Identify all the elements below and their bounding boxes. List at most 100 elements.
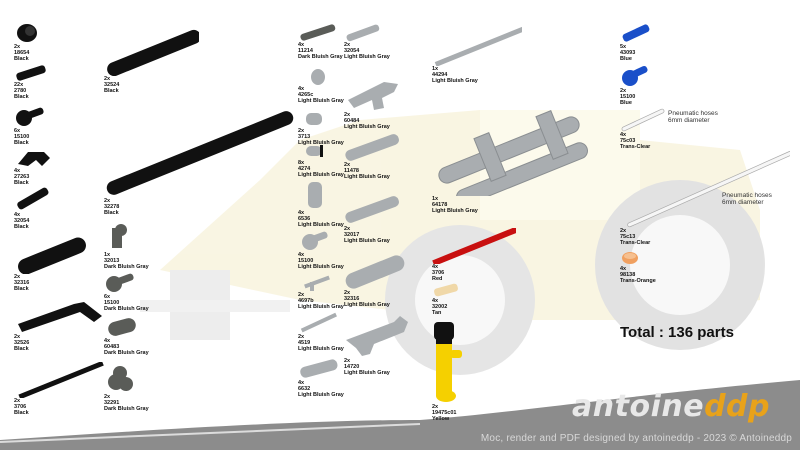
axle-icon (18, 362, 104, 398)
part-label-line: Light Bluish Gray (344, 54, 390, 60)
part-label-line: 32054 (14, 218, 30, 224)
part-label-line: 4x (620, 132, 627, 138)
part-label-line: Light Bluish Gray (298, 264, 344, 270)
part-label-line: Blue (620, 56, 632, 62)
part-label-line: Light Bluish Gray (298, 304, 344, 310)
part-label-line: Light Bluish Gray (344, 174, 390, 180)
part-label-line: 4519 (298, 340, 311, 346)
part-label-line: Light Bluish Gray (344, 302, 390, 308)
part-label-line: 2x (14, 398, 21, 404)
part-label-line: Light Bluish Gray (344, 370, 390, 376)
part-label-line: 4x (14, 212, 21, 218)
pin-hole-icon (106, 273, 134, 292)
part-label-line: Yellow (432, 416, 450, 422)
part-label-line: 6x (104, 294, 111, 300)
part-label-line: 2x (14, 274, 21, 280)
part-label-line: Light Bluish Gray (432, 208, 478, 214)
part-label-line: 18654 (14, 50, 30, 56)
part-label-line: 6x (14, 128, 21, 134)
part-label-line: 98138 (620, 272, 636, 278)
l-beam-icon (18, 302, 102, 332)
part-label-line: 4x (298, 86, 305, 92)
part-label-line: Black (104, 210, 119, 216)
part-label-line: Light Bluish Gray (298, 392, 344, 398)
credit-text: Moc, render and PDF designed by antoined… (480, 433, 792, 444)
axle-pin-icon (622, 24, 650, 42)
part-label-line: 75c13 (620, 234, 636, 240)
part-label-line: Black (14, 410, 29, 416)
part-label-line: 32278 (104, 204, 120, 210)
part-label-line: 32291 (104, 400, 120, 406)
part-label-line: 6536 (298, 216, 311, 222)
part-label-line: 4265c (298, 92, 314, 98)
pin-hole-icon (302, 231, 328, 250)
part-label-line: 1x (432, 66, 439, 72)
part-label-line: 2x (298, 334, 305, 340)
part-label-line: 32526 (14, 340, 30, 346)
part-label-line: 2x (432, 404, 439, 410)
part-label-line: 15100 (14, 134, 30, 140)
part-label-line: Black (14, 346, 29, 352)
thin-beam-5-icon (345, 134, 399, 161)
part-label-line: 44294 (432, 72, 448, 78)
part-label-line: 32524 (104, 82, 120, 88)
pin-icon (16, 65, 46, 81)
part-label-line: 2x (344, 358, 351, 364)
part-label-line: Dark Bluish Gray (104, 350, 149, 356)
round-tile-icon (622, 252, 638, 264)
part-label-line: Black (14, 94, 29, 100)
beam-5-icon (345, 255, 405, 289)
part-label-line: Red (432, 276, 443, 282)
part-label-line: 2x (344, 226, 351, 232)
beam-7-icon (107, 29, 199, 76)
part-label-line: 1x (104, 252, 111, 258)
part-label-line: 4x (298, 380, 305, 386)
part-label-line: 75c03 (620, 138, 636, 144)
part-label-line: Light Bluish Gray (298, 172, 344, 178)
pin-icon (434, 283, 458, 297)
part-label-line: 11478 (344, 168, 359, 174)
pin-hole-icon (16, 107, 44, 126)
part-label-line: 2x (344, 162, 351, 168)
axle-pin-icon (300, 24, 336, 41)
part-label-line: Light Bluish Gray (298, 222, 344, 228)
connector-icon (17, 24, 37, 42)
thin-beam-icon (300, 359, 338, 378)
brand-logo: antoineddp (572, 389, 770, 424)
part-label-line: 2x (620, 228, 627, 234)
part-label-line: Light Bluish Gray (432, 78, 478, 84)
part-label-line: 3706 (432, 270, 445, 276)
part-label-line: 4x (104, 338, 111, 344)
part-label-line: 15100 (104, 300, 120, 306)
part-label-line: 11214 (298, 48, 313, 54)
